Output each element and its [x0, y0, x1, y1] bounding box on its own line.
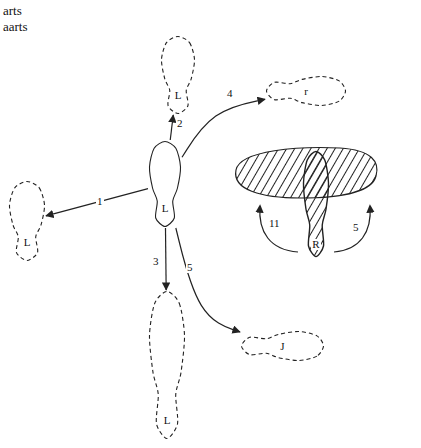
footprint-outline	[160, 35, 196, 115]
step-arrow	[182, 99, 265, 157]
footprint: L	[148, 290, 186, 440]
footprint: J	[240, 330, 325, 362]
footprint-shape	[161, 37, 194, 114]
step-arrow	[165, 228, 167, 290]
pivot-arc	[260, 206, 298, 252]
foot-letter: L	[174, 90, 183, 101]
footprint: r	[265, 75, 347, 107]
footprint-shape	[149, 292, 184, 439]
step-number: 1	[96, 196, 104, 207]
step-arrow	[176, 228, 240, 332]
footprint: L	[8, 180, 46, 262]
footprint-outline	[8, 180, 46, 262]
footprint: L	[160, 35, 196, 115]
rotation-number: 5	[352, 222, 360, 233]
step-arrow	[170, 115, 173, 140]
foot-letter: L	[163, 415, 172, 426]
step-number: 2	[176, 118, 184, 129]
footprint-outline	[148, 140, 182, 228]
footprint: L	[148, 140, 182, 228]
footprint-shape	[149, 142, 180, 227]
step-number: 4	[226, 88, 234, 99]
step-arrow	[46, 189, 148, 216]
footprint: R	[302, 150, 330, 258]
footprint-shape	[303, 152, 328, 257]
foot-letter: L	[161, 203, 170, 214]
footprint-shape	[242, 331, 324, 360]
pivot-arc	[334, 206, 370, 252]
foot-letter: L	[23, 237, 32, 248]
step-number: 5	[186, 262, 194, 273]
heading-fragment: arts	[2, 4, 23, 17]
foot-letter: J	[279, 341, 285, 352]
footprint-shape	[267, 76, 346, 105]
footprint-shape	[9, 182, 44, 261]
heading-fragment: aarts	[2, 20, 29, 33]
rotation-number: 11	[268, 218, 281, 229]
step-number: 3	[152, 256, 160, 267]
foot-letter: r	[303, 86, 309, 97]
foot-letter: R	[311, 239, 320, 250]
